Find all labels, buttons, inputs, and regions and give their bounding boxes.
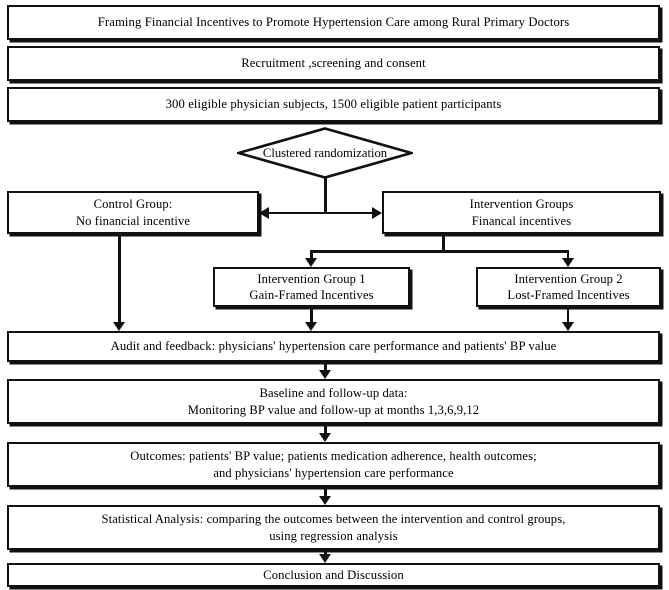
connector-control-to-audit: [118, 234, 121, 324]
arrow-to-group-2-icon: [561, 258, 574, 267]
connector-outcomes-to-statistics: [324, 487, 327, 499]
node-outcomes-label: Outcomes: patients' BP value; patients m…: [130, 449, 537, 480]
node-recruitment: Recruitment ,screening and consent: [7, 46, 660, 81]
node-audit-feedback-label: Audit and feedback: physicians' hyperten…: [110, 339, 557, 354]
arrow-group-1-to-audit-icon: [305, 322, 317, 331]
connector-group-1-to-audit: [310, 307, 313, 324]
connector-audit-to-baseline: [324, 362, 327, 373]
arrow-group-2-to-audit-icon: [561, 322, 574, 331]
node-intervention-group-2-label: Intervention Group 2 Lost-Framed Incenti…: [507, 271, 630, 302]
node-baseline-followup-label: Baseline and follow-up data: Monitoring …: [187, 386, 480, 417]
node-title-label: Framing Financial Incentives to Promote …: [97, 15, 570, 30]
node-baseline-followup: Baseline and follow-up data: Monitoring …: [7, 379, 660, 424]
connector-group-2-to-audit: [566, 307, 569, 324]
node-eligible-participants: 300 eligible physician subjects, 1500 el…: [7, 87, 660, 122]
node-audit-feedback: Audit and feedback: physicians' hyperten…: [7, 331, 660, 362]
arrow-control-to-audit-icon: [113, 322, 125, 331]
node-control-group: Control Group: No financial incentive: [7, 191, 259, 234]
connector-baseline-to-outcomes: [324, 424, 327, 436]
arrow-to-control-group-icon: [259, 206, 269, 219]
node-control-group-label: Control Group: No financial incentive: [75, 197, 191, 228]
connector-intervention-split-bar: [310, 250, 569, 253]
connector-control-intervention-bar: [268, 211, 374, 214]
node-outcomes: Outcomes: patients' BP value; patients m…: [7, 442, 660, 487]
connector-statistics-to-conclusion: [324, 550, 327, 557]
node-conclusion: Conclusion and Discussion: [7, 563, 660, 587]
node-conclusion-label: Conclusion and Discussion: [263, 567, 404, 582]
connector-to-group-1: [310, 250, 313, 260]
node-intervention-groups-label: Intervention Groups Financal incentives: [469, 197, 574, 228]
node-intervention-group-1: Intervention Group 1 Gain-Framed Incenti…: [213, 267, 410, 307]
node-clustered-randomization-label: Clustered randomization: [262, 145, 388, 160]
node-intervention-group-2: Intervention Group 2 Lost-Framed Incenti…: [476, 267, 661, 307]
arrow-outcomes-to-statistics-icon: [319, 496, 331, 505]
connector-randomization-stem: [324, 177, 327, 213]
node-title: Framing Financial Incentives to Promote …: [7, 5, 660, 40]
node-eligible-participants-label: 300 eligible physician subjects, 1500 el…: [165, 97, 502, 112]
connector-to-group-2: [566, 250, 569, 260]
arrow-to-group-1-icon: [305, 258, 317, 267]
node-clustered-randomization: Clustered randomization: [237, 127, 413, 179]
arrow-baseline-to-outcomes-icon: [319, 433, 331, 442]
connector-intervention-split-stem: [442, 234, 445, 252]
arrow-audit-to-baseline-icon: [319, 370, 331, 379]
node-statistical-analysis-label: Statistical Analysis: comparing the outc…: [101, 512, 566, 543]
node-intervention-groups: Intervention Groups Financal incentives: [382, 191, 661, 234]
arrow-to-intervention-groups-icon: [372, 206, 382, 219]
arrow-statistics-to-conclusion-icon: [319, 554, 331, 563]
node-intervention-group-1-label: Intervention Group 1 Gain-Framed Incenti…: [249, 271, 374, 302]
node-recruitment-label: Recruitment ,screening and consent: [241, 56, 426, 71]
node-statistical-analysis: Statistical Analysis: comparing the outc…: [7, 505, 660, 550]
